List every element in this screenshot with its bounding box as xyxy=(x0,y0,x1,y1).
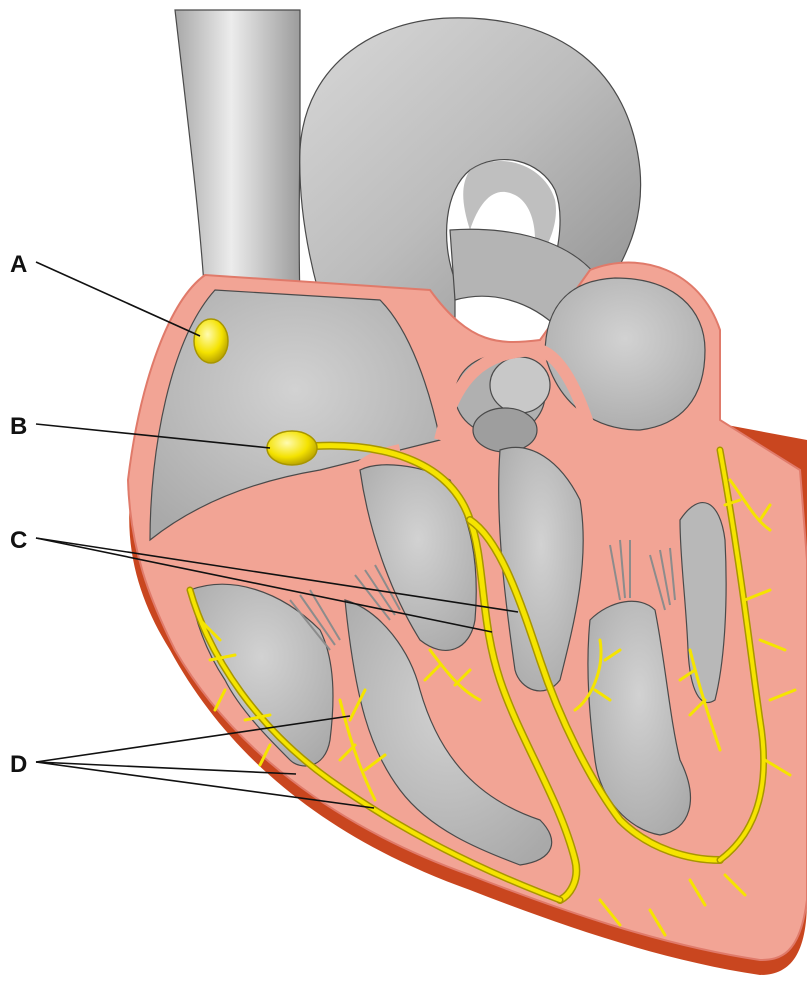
atrioventricular-node-icon xyxy=(267,431,317,465)
label-d: D xyxy=(10,751,27,778)
sinoatrial-node-icon xyxy=(194,319,228,363)
superior-vena-cava xyxy=(175,10,300,300)
leader-a xyxy=(36,262,200,336)
label-c: C xyxy=(10,527,27,554)
label-b: B xyxy=(10,413,27,440)
label-a: A xyxy=(10,251,27,278)
labels: A B C D xyxy=(10,251,27,778)
